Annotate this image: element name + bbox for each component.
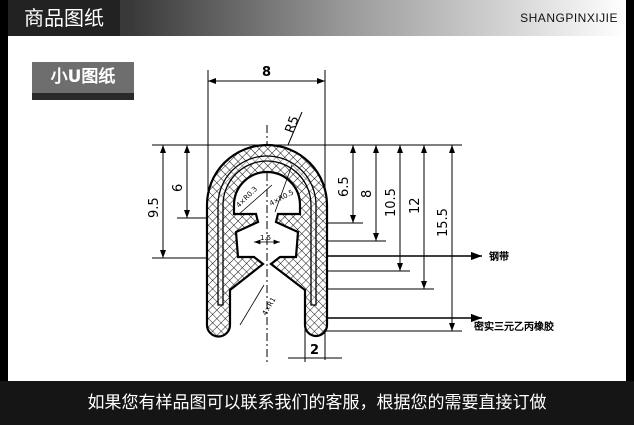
callout-steel-label: 钢带	[489, 250, 509, 263]
dim-label-r5: R5	[283, 114, 303, 135]
page-frame: 商品图纸 SHANGPINXIJIE 小U图纸	[8, 0, 626, 425]
dim-label-r0-5: 4×R0.5	[268, 188, 295, 207]
footer-banner: 如果您有样品图可以联系我们的客服，根据您的需要直接订做	[0, 381, 634, 425]
dim-label-8: 8	[262, 65, 271, 80]
dim-label-6-5: 6.5	[337, 176, 352, 197]
header-bar: 商品图纸 SHANGPINXIJIE	[8, 0, 626, 36]
dim-label-15-5: 15.5	[436, 208, 451, 237]
rubber-profile	[205, 143, 329, 338]
dim-label-6: 6	[171, 184, 186, 192]
dim-label-r1: 4×R1	[261, 296, 278, 317]
dim-label-2: 2	[310, 343, 319, 358]
dim-label-12: 12	[408, 197, 423, 214]
header-subtitle: SHANGPINXIJIE	[520, 11, 618, 25]
steel-band	[217, 155, 317, 306]
section-label: 小U图纸	[32, 62, 134, 93]
dim-label-10-5: 10.5	[384, 188, 399, 217]
dim-label-8v: 8	[360, 190, 375, 198]
dim-label-1-5: 1.5	[260, 234, 271, 242]
header-title: 商品图纸	[8, 0, 120, 36]
dim-label-9-5: 9.5	[147, 197, 162, 218]
callout-rubber-label: 密实三元乙丙橡胶	[474, 320, 554, 333]
